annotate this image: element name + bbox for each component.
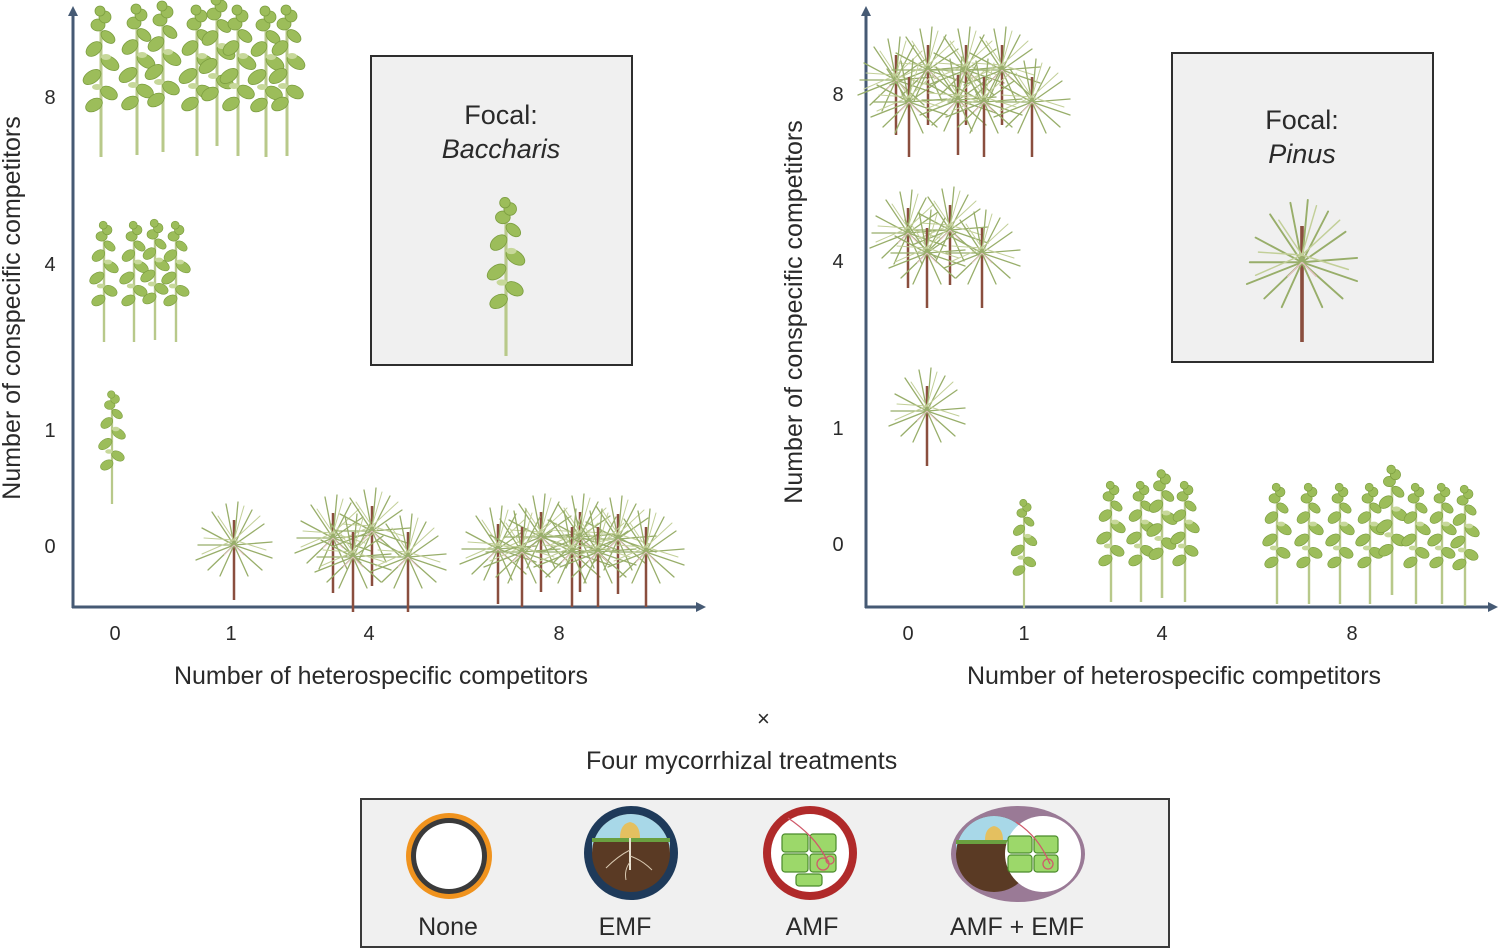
x-tick-label: 8 xyxy=(553,623,564,645)
empty-ring-icon xyxy=(406,813,492,899)
focal-prefix: Focal: xyxy=(1265,105,1339,135)
heterospecific-1-group xyxy=(1008,498,1040,610)
conspecific-1-group xyxy=(95,389,129,506)
conspecific-1-group xyxy=(887,366,967,468)
y-axis-label: Number of conspecific competitors xyxy=(0,116,26,499)
focal-prefix: Focal: xyxy=(464,100,538,130)
x-tick-label: 1 xyxy=(225,623,236,645)
x-axis-label: Number of heterospecific competitors xyxy=(174,662,588,690)
x-tick-label: 4 xyxy=(363,623,374,645)
treatment-label-amf: AMF xyxy=(785,913,839,941)
x-tick-label: 0 xyxy=(902,623,913,645)
conspecific-4-group xyxy=(86,217,194,344)
emf-soil-icon xyxy=(584,806,678,900)
treatments-title: Four mycorrhizal treatments xyxy=(586,747,898,775)
heterospecific-4-group xyxy=(293,486,448,614)
treatment-label-emf: EMF xyxy=(598,913,652,941)
x-axis-label: Number of heterospecific competitors xyxy=(967,662,1381,690)
amf-emf-combined-icon xyxy=(951,806,1085,902)
y-tick-label: 8 xyxy=(44,87,55,109)
heterospecific-1-group xyxy=(194,500,274,602)
amf-cells-icon xyxy=(763,806,857,900)
focal-label-baccharis: Focal: Baccharis xyxy=(371,98,631,166)
conspecific-8-group xyxy=(856,25,1072,159)
focal-genus: Baccharis xyxy=(441,134,561,164)
x-tick-label: 0 xyxy=(109,623,120,645)
conspecific-4-group xyxy=(868,185,1022,310)
focal-genus: Pinus xyxy=(1268,139,1336,169)
y-tick-label: 0 xyxy=(832,534,843,556)
x-tick-label: 1 xyxy=(1018,623,1029,645)
x-tick-label: 8 xyxy=(1346,623,1357,645)
treatment-icons xyxy=(406,806,1085,902)
treatment-label-amf-emf: AMF + EMF xyxy=(949,913,1085,941)
y-tick-label: 0 xyxy=(44,536,55,558)
heterospecific-8-group xyxy=(1259,463,1483,608)
y-axis-label: Number of conspecific competitors xyxy=(780,120,808,503)
focal-box xyxy=(370,55,633,366)
heterospecific-8-group xyxy=(458,492,686,609)
heterospecific-4-group xyxy=(1093,468,1203,604)
y-tick-label: 1 xyxy=(44,420,55,442)
conspecific-8-group xyxy=(78,0,310,159)
times-symbol: × xyxy=(757,706,770,731)
y-tick-label: 8 xyxy=(832,84,843,106)
panel-pinus: Number of conspecific competitors 8 4 1 … xyxy=(780,6,1498,690)
treatments-legend xyxy=(360,798,1170,948)
y-tick-label: 4 xyxy=(832,251,843,273)
y-tick-label: 1 xyxy=(832,418,843,440)
x-tick-label: 4 xyxy=(1156,623,1167,645)
panel-baccharis: Number of conspecific competitors 8 4 1 … xyxy=(0,0,706,690)
focal-label-pinus: Focal: Pinus xyxy=(1172,103,1432,171)
treatment-label-none: None xyxy=(418,913,478,941)
y-tick-label: 4 xyxy=(44,254,55,276)
